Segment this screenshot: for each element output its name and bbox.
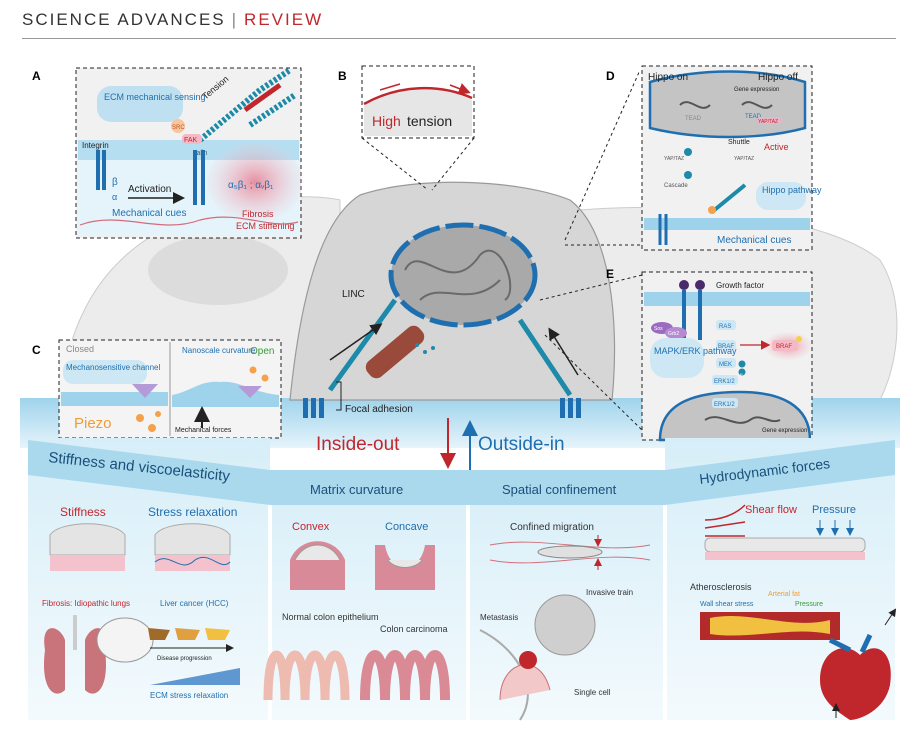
- focal-adhesion-label: Focal adhesion: [345, 404, 413, 415]
- mek-label: MEK: [719, 362, 732, 368]
- alpha-label: α: [112, 192, 117, 202]
- hippo-on-label: Hippo on: [648, 72, 688, 83]
- d-gene-expression-label: Gene expression: [734, 87, 779, 93]
- journal-name: SCIENCE ADVANCES: [22, 10, 226, 29]
- disease-progression-label: Disease progression: [157, 656, 212, 662]
- high-label: High: [372, 113, 401, 129]
- integrin-types-label: α₅β₁ ; αᵥβ₁: [228, 180, 274, 191]
- active-label: Active: [764, 142, 789, 152]
- erk-nuclear-label: ERK1/2: [714, 402, 735, 408]
- pressure-arterial-label: Pressure: [795, 601, 823, 608]
- fak-label: FAK: [184, 137, 198, 144]
- stress-relaxation-label: Stress relaxation: [148, 505, 237, 519]
- stiffness-label: Stiffness: [60, 505, 106, 519]
- activation-label: Activation: [128, 184, 171, 195]
- d-tead-on-label: TEAD: [745, 114, 762, 120]
- panel-a-letter: A: [32, 69, 41, 83]
- curvature-title: Matrix curvature: [310, 482, 403, 497]
- talin-label: Talin: [193, 150, 208, 157]
- panel-c-letter: C: [32, 343, 41, 357]
- colon-carcinoma-label: Colon carcinoma: [380, 624, 448, 634]
- metastasis-label: Metastasis: [480, 613, 518, 622]
- linc-label: LINC: [342, 289, 365, 300]
- a-mechanical-cues-label: Mechanical cues: [112, 208, 186, 219]
- ecm-stiffening-label: ECM stiffening: [236, 221, 294, 231]
- ecm-sensing-label: ECM mechanical sensing: [104, 92, 206, 102]
- panel-b: B High tension: [338, 65, 474, 191]
- nanoscale-label: Nanoscale curvature: [182, 346, 256, 355]
- beta-label: β: [112, 177, 118, 188]
- confined-migration-label: Confined migration: [510, 522, 594, 533]
- d-yap-nuc-label: YAP/TAZ: [758, 119, 778, 125]
- confinement-title: Spatial confinement: [502, 482, 617, 497]
- header-rule: [22, 38, 896, 39]
- arterial-fat-label: Arterial fat: [768, 591, 800, 598]
- liver-cancer-label: Liver cancer (HCC): [160, 599, 229, 608]
- nucleus: [388, 222, 538, 328]
- journal-header: SCIENCE ADVANCES | REVIEW: [22, 10, 323, 30]
- phospho-label: P: [740, 372, 743, 377]
- hippo-off-label: Hippo off: [758, 72, 798, 83]
- panel-e: E Growth factor Sos Grb2 RAS BRAF BRAF M…: [539, 267, 813, 442]
- fibrosis-label: Fibrosis: [242, 209, 274, 219]
- erk-label: ERK1/2: [714, 379, 735, 385]
- mapk-pathway-label: MAPK/ERK pathway: [654, 346, 737, 356]
- channel-label: Mechanosensitive channel: [66, 363, 161, 372]
- panel-e-letter: E: [606, 267, 614, 281]
- braf-mutant-label: BRAF: [776, 344, 792, 350]
- b-tension-label: tension: [407, 113, 452, 129]
- ecm-stress-relaxation-label: ECM stress relaxation: [150, 691, 228, 700]
- closed-label: Closed: [66, 344, 94, 354]
- hippo-pathway-label: Hippo pathway: [762, 185, 822, 195]
- single-cell-label: Single cell: [574, 688, 611, 697]
- sos-label: Sos: [654, 326, 663, 332]
- forces-label: Mechanical forces: [175, 427, 232, 434]
- panel-b-letter: B: [338, 69, 347, 83]
- outside-in-label: Outside-in: [478, 434, 565, 455]
- convex-label: Convex: [292, 521, 330, 533]
- confinement-panel: Spatial confinement Confined migration I…: [479, 482, 651, 721]
- actin-bundle: [365, 325, 425, 379]
- open-label: Open: [250, 346, 274, 357]
- panel-c: C Closed Mechanosensitive channel Piezo …: [32, 339, 282, 439]
- shear-flow-label: Shear flow: [745, 504, 797, 516]
- integrin-label: Integrin: [82, 141, 109, 150]
- grb2-label: Grb2: [668, 331, 679, 337]
- cascade-label: Cascade: [664, 183, 688, 189]
- invasive-train-label: Invasive train: [586, 588, 633, 597]
- header-separator: |: [231, 10, 239, 29]
- atherosclerosis-label: Atherosclerosis: [690, 582, 752, 592]
- central-cell: [289, 181, 616, 418]
- d-yap-inactive-label: YAP/TAZ: [664, 156, 684, 162]
- curvature-panel: Matrix curvature Convex Concave Normal c…: [263, 482, 450, 701]
- wall-shear-label: Wall shear stress: [700, 601, 754, 608]
- shuttle-label: Shuttle: [728, 139, 750, 146]
- panel-d-letter: D: [606, 69, 615, 83]
- panel-d: D Hippo on Hippo off Gene expression TEA…: [564, 65, 822, 251]
- d-tead-off-label: TEAD: [685, 116, 702, 122]
- src-label: SRC: [172, 125, 185, 131]
- pressure-label: Pressure: [812, 504, 856, 516]
- e-gene-expression-label: Gene expression: [762, 428, 807, 434]
- direction-labels: Inside-out Outside-in: [316, 418, 565, 472]
- section-name: REVIEW: [244, 10, 324, 29]
- concave-label: Concave: [385, 521, 428, 533]
- d-yap-cyto-label: YAP/TAZ: [734, 156, 754, 162]
- normal-colon-label: Normal colon epithelium: [282, 612, 379, 622]
- piezo-label: Piezo: [74, 415, 112, 432]
- panel-a: A ECM mechanical sensing Tension SRC FAK…: [32, 67, 303, 239]
- bottom-panels: [28, 438, 895, 720]
- ecm-sensing-bubble: [97, 86, 183, 122]
- fibrosis-lungs-label: Fibrosis: Idiopathic lungs: [42, 599, 130, 608]
- growth-factor-label: Growth factor: [716, 281, 764, 290]
- inside-out-label: Inside-out: [316, 434, 400, 455]
- braf-label: BRAF: [718, 344, 734, 350]
- ras-label: RAS: [719, 324, 731, 330]
- d-mechanical-cues-label: Mechanical cues: [717, 235, 791, 246]
